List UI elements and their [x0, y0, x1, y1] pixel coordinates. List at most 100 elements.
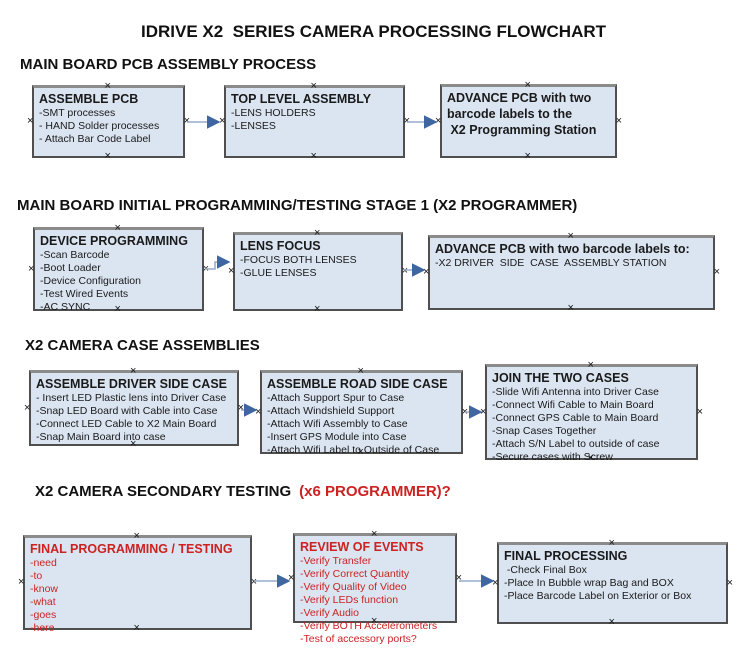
box-item: -Connect Wifi Cable to Main Board: [492, 399, 654, 411]
box-item: -here: [30, 622, 55, 634]
box-item: -Attach Support Spur to Case: [267, 392, 405, 404]
flow-box-final-processing: FINAL PROCESSING -Check Final Box -Place…: [497, 538, 728, 628]
box-item: -Boot Loader: [40, 262, 101, 274]
connector-handle-icon: [714, 267, 720, 278]
box-title: TOP LEVEL ASSEMBLY: [231, 92, 372, 106]
flow-box-assemble-road-side-case: ASSEMBLE ROAD SIDE CASE -Attach Support …: [260, 366, 463, 458]
box-item: -SMT processes: [39, 107, 116, 119]
box-item: -to: [30, 570, 43, 582]
box-title: ASSEMBLE DRIVER SIDE CASE: [36, 377, 228, 391]
box-item: -Attach Wifi Assembly to Case: [267, 418, 408, 430]
section-heading-red-part: (x6 PROGRAMMER)?: [299, 483, 451, 500]
connector-handle-icon: [28, 264, 34, 275]
connector-handle-icon: [697, 407, 703, 418]
box-item: -Attach Windshield Support: [267, 405, 395, 417]
box-item: -Test Wired Events: [40, 288, 129, 300]
connector-handle-icon: [203, 264, 209, 275]
box-item: - HAND Solder processes: [39, 120, 160, 132]
box-item: -Verify Quality of Video: [300, 581, 407, 593]
box-item-overflowing: -Test of accessory ports?: [300, 633, 417, 645]
connector-handle-icon: [492, 578, 498, 589]
box-item: -Verify LEDs function: [300, 594, 399, 606]
connector-handle-icon: [27, 116, 33, 127]
box-item: - Attach Bar Code Label: [39, 133, 151, 145]
box-item: -know: [30, 583, 59, 595]
box-item: - Insert LED Plastic lens into Driver Ca…: [36, 392, 227, 404]
flow-box-lens-focus: LENS FOCUS -FOCUS BOTH LENSES -GLUE LENS…: [233, 228, 403, 315]
box-text-line: ADVANCE PCB with two: [447, 91, 592, 105]
connector-handle-icon: [18, 577, 24, 588]
box-title: LENS FOCUS: [240, 239, 321, 253]
box-item: -X2 DRIVER SIDE CASE ASSEMBLY STATION: [435, 257, 667, 269]
box-item: -FOCUS BOTH LENSES: [240, 254, 357, 266]
box-item: -Snap Main Board into case: [36, 431, 166, 443]
box-item: -GLUE LENSES: [240, 267, 317, 279]
box-item: -Place In Bubble wrap Bag and BOX: [504, 577, 674, 589]
box-title: ADVANCE PCB with two barcode labels to:: [435, 242, 690, 256]
box-item: -Place Barcode Label on Exterior or Box: [504, 590, 692, 602]
box-item: -Slide Wifi Antenna into Driver Case: [492, 386, 659, 398]
box-item: -AC SYNC: [40, 301, 91, 313]
box-title: FINAL PROGRAMMING / TESTING: [30, 542, 233, 556]
connector-handle-icon: [423, 267, 429, 278]
box-item: -Insert GPS Module into Case: [267, 431, 407, 443]
flow-box-review-of-events: REVIEW OF EVENTS -Verify Transfer -Verif…: [293, 529, 457, 645]
box-item: -Snap Cases Together: [492, 425, 597, 437]
flow-box-advance-to-programming-station: ADVANCE PCB with two barcode labels to t…: [440, 80, 617, 162]
connector-handle-icon: [255, 407, 261, 418]
connector-handle-icon: [404, 116, 410, 127]
box-title: REVIEW OF EVENTS: [300, 540, 424, 554]
box-item: -LENSES: [231, 120, 276, 132]
box-item: -Device Configuration: [40, 275, 141, 287]
page-title: IDRIVE X2 SERIES CAMERA PROCESSING FLOWC…: [140, 22, 607, 41]
box-item: -Secure cases with Screw: [492, 451, 613, 463]
box-item: -Verify BOTH Accelerometers: [300, 620, 438, 632]
box-title: ASSEMBLE ROAD SIDE CASE: [267, 377, 448, 391]
box-title: JOIN THE TWO CASES: [492, 371, 629, 385]
section-heading-initial-programming: MAIN BOARD INITIAL PROGRAMMING/TESTING S…: [17, 197, 578, 214]
box-item: -Attach S/N Label to outside of case: [492, 438, 660, 450]
box-item: -goes: [30, 609, 57, 621]
flow-box-final-programming-testing: FINAL PROGRAMMING / TESTING -need -to -k…: [23, 531, 252, 634]
flow-box-assemble-driver-side-case: ASSEMBLE DRIVER SIDE CASE - Insert LED P…: [29, 366, 239, 450]
connector-handle-icon: [24, 403, 30, 414]
box-title: FINAL PROCESSING: [504, 549, 628, 563]
box-item: -need: [30, 557, 57, 569]
box-item: -what: [30, 596, 56, 608]
box-item: -Scan Barcode: [40, 249, 110, 261]
box-item: -Verify Correct Quantity: [300, 568, 410, 580]
connector-handle-icon: [435, 116, 441, 127]
connector-handle-icon: [480, 407, 486, 418]
box-item: -LENS HOLDERS: [231, 107, 316, 119]
connector-handle-icon: [238, 403, 244, 414]
section-heading-pcb-assembly: MAIN BOARD PCB ASSEMBLY PROCESS: [20, 56, 317, 73]
connector-handle-icon: [219, 116, 225, 127]
box-item: -Connect GPS Cable to Main Board: [492, 412, 659, 424]
connector-handle-icon: [402, 266, 408, 277]
box-item: -Verify Audio: [300, 607, 359, 619]
connector-handle-icon: [616, 116, 622, 127]
section-heading-secondary-testing: X2 CAMERA SECONDARY TESTING (x6 PROGRAMME…: [35, 483, 451, 500]
box-item: -Snap LED Board with Cable into Case: [36, 405, 218, 417]
connector-handle-icon: [456, 573, 462, 584]
flow-box-join-the-two-cases: JOIN THE TWO CASES -Slide Wifi Antenna i…: [485, 360, 698, 464]
connector-handle-icon: [288, 573, 294, 584]
flow-box-assemble-pcb: ASSEMBLE PCB -SMT processes - HAND Solde…: [32, 81, 185, 162]
flow-box-top-level-assembly: TOP LEVEL ASSEMBLY -LENS HOLDERS -LENSES: [224, 81, 405, 162]
section-heading-black-part: X2 CAMERA SECONDARY TESTING: [35, 483, 292, 500]
box-item: -Connect LED Cable to X2 Main Board: [36, 418, 217, 430]
flow-box-advance-to-case-assembly: ADVANCE PCB with two barcode labels to: …: [428, 231, 715, 314]
box-title: DEVICE PROGRAMMING: [40, 234, 188, 248]
connector-handle-icon: [462, 407, 468, 418]
box-text-line: X2 Programming Station: [447, 123, 597, 137]
box-item: -Check Final Box: [504, 564, 587, 576]
connector-handle-icon: [727, 578, 733, 589]
box-text-line: barcode labels to the: [447, 107, 573, 121]
connector-handle-icon: [228, 266, 234, 277]
flow-box-device-programming: DEVICE PROGRAMMING -Scan Barcode -Boot L…: [33, 223, 204, 315]
section-heading-case-assemblies: X2 CAMERA CASE ASSEMBLIES: [25, 337, 260, 354]
connector-handle-icon: [251, 577, 257, 588]
box-item: -Verify Transfer: [300, 555, 372, 567]
box-item: -Attach Wifi Label to Outside of Case: [267, 444, 440, 456]
box-title: ASSEMBLE PCB: [39, 92, 139, 106]
